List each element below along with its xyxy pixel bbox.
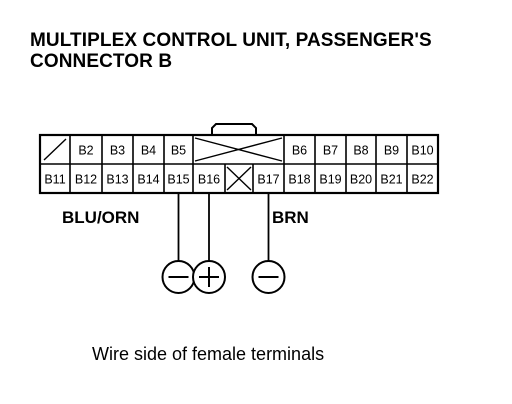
connector-top-row: B2 B3 B4 B5 B6 B7 B8 B9 B10: [43, 135, 434, 164]
connector-latch: [211, 123, 257, 135]
terminal-cross-bottom: [226, 164, 254, 193]
terminal-label: B13: [106, 173, 128, 187]
terminal-b17: B17: [257, 164, 285, 193]
terminal-b16: B16: [198, 164, 226, 193]
cross-mark-b: [226, 166, 252, 191]
terminal-b3: B3: [110, 135, 134, 164]
wire-b17: BRN: [251, 193, 309, 294]
terminal-label: B7: [323, 144, 338, 158]
wire-group: BLU/ORN BRN: [62, 193, 309, 294]
terminal-label: B14: [137, 173, 159, 187]
terminal-b20: B20: [350, 164, 377, 193]
terminal-label: B16: [198, 173, 220, 187]
terminal-b2: B2: [78, 135, 103, 164]
terminal-b18: B18: [288, 164, 316, 193]
connector-bottom-row: B11 B12 B13 B14 B15 B16 B17 B18 B19 B20 B21 B22: [44, 164, 434, 193]
terminal-b12: B12: [75, 164, 103, 193]
cross-mark-b: [194, 137, 283, 162]
terminal-label: B12: [75, 173, 97, 187]
terminal-label: B20: [350, 173, 372, 187]
title-line-2: CONNECTOR B: [30, 51, 173, 72]
terminal-b7: B7: [323, 135, 347, 164]
terminal-label: B4: [141, 144, 156, 158]
diagram-caption: Wire side of female terminals: [92, 344, 325, 364]
terminal-b21: B21: [380, 164, 408, 193]
terminal-b11: B11: [44, 164, 71, 193]
terminal-label: B18: [288, 173, 310, 187]
terminal-b22: B22: [411, 173, 433, 187]
diagram-title: MULTIPLEX CONTROL UNIT, PASSENGER'S CONN…: [30, 30, 432, 72]
wire-color-label: BLU/ORN: [62, 208, 139, 227]
terminal-label: B9: [384, 144, 399, 158]
title-line-1: MULTIPLEX CONTROL UNIT, PASSENGER'S: [30, 30, 432, 51]
terminal-label: B5: [171, 144, 186, 158]
terminal-label: B3: [110, 144, 125, 158]
terminal-label: B21: [380, 173, 402, 187]
terminal-label: B11: [44, 173, 65, 187]
terminal-label: B17: [257, 173, 279, 187]
terminal-b4: B4: [141, 135, 165, 164]
terminal-label: B6: [292, 144, 307, 158]
wire-b15: BLU/ORN: [62, 193, 196, 294]
wire-color-label: BRN: [272, 208, 309, 227]
terminal-label: B22: [411, 173, 433, 187]
wire-b16: [192, 193, 226, 294]
terminal-b19: B19: [319, 164, 347, 193]
terminal-label: B19: [319, 173, 341, 187]
terminal-b5: B5: [171, 135, 194, 164]
terminal-label: B2: [78, 144, 93, 158]
terminal-b15: B15: [167, 164, 194, 193]
terminal-label: B10: [411, 144, 433, 158]
terminal-b10: B10: [411, 144, 433, 158]
terminal-cross-wide-top: [194, 135, 285, 164]
terminal-b13: B13: [106, 164, 134, 193]
terminal-blank-slash-top: [43, 135, 71, 164]
terminal-b8: B8: [353, 135, 377, 164]
terminal-label: B8: [353, 144, 368, 158]
blank-slash-mark: [43, 138, 67, 161]
terminal-b14: B14: [137, 164, 165, 193]
terminal-b6: B6: [292, 135, 316, 164]
terminal-b9: B9: [384, 135, 408, 164]
terminal-label: B15: [167, 173, 189, 187]
